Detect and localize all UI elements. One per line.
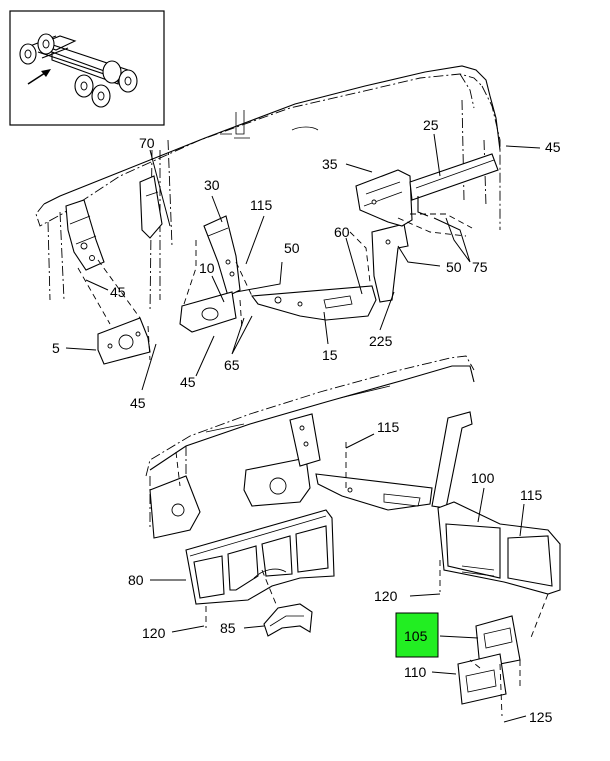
- callout-30[interactable]: 30: [204, 177, 220, 193]
- locator-arrow-icon: [27, 69, 51, 85]
- callout-leaders: [65, 133, 541, 723]
- callout-25[interactable]: 25: [423, 117, 439, 133]
- callout-120[interactable]: 120: [374, 588, 398, 604]
- callout-120[interactable]: 120: [142, 625, 166, 641]
- highlight-box-105[interactable]: [395, 612, 439, 658]
- callout-50[interactable]: 50: [284, 240, 300, 256]
- callout-45[interactable]: 45: [545, 139, 561, 155]
- left-pillar-bracket: [65, 199, 105, 271]
- callout-5[interactable]: 5: [52, 340, 60, 356]
- center-pillar-brace: [139, 175, 163, 239]
- callout-125[interactable]: 125: [529, 709, 553, 725]
- callout-labels: 70 25 45 35 30 115 60 50 10 50 75 45 5 2…: [52, 117, 561, 725]
- callout-225[interactable]: 225: [369, 333, 393, 349]
- chassis-icon: [19, 33, 138, 108]
- panel-frame-part-100: [437, 501, 561, 595]
- callout-75[interactable]: 75: [472, 259, 488, 275]
- callout-115[interactable]: 115: [250, 197, 273, 213]
- callout-115[interactable]: 115: [520, 487, 543, 503]
- callout-45[interactable]: 45: [130, 395, 146, 411]
- bracket-part-5: [97, 317, 151, 365]
- callout-110[interactable]: 110: [404, 664, 427, 680]
- tube-part-25: [409, 153, 499, 217]
- brace-part-30: [203, 215, 241, 297]
- callout-15[interactable]: 15: [322, 347, 338, 363]
- callout-115[interactable]: 115: [377, 419, 400, 435]
- bracket-part-110: [457, 653, 507, 705]
- vertical-brace-part-225: [371, 223, 409, 303]
- crossmember-part-15: [250, 285, 377, 321]
- bracket-part-35: [355, 169, 413, 227]
- callout-10[interactable]: 10: [199, 260, 215, 276]
- locator-inset: [9, 10, 165, 126]
- callout-45[interactable]: 45: [180, 374, 196, 390]
- bezel-part-80: [185, 509, 335, 605]
- callout-50[interactable]: 50: [446, 259, 462, 275]
- trim-part-85: [263, 603, 313, 637]
- callout-45[interactable]: 45: [110, 284, 126, 300]
- callout-100[interactable]: 100: [471, 470, 495, 486]
- callout-60[interactable]: 60: [334, 224, 350, 240]
- callout-105[interactable]: 105: [404, 628, 428, 644]
- bracket-part-105: [475, 615, 521, 669]
- callout-35[interactable]: 35: [322, 156, 338, 172]
- callout-65[interactable]: 65: [224, 357, 240, 373]
- callout-80[interactable]: 80: [128, 572, 144, 588]
- callout-85[interactable]: 85: [220, 620, 236, 636]
- panel-part-10: [179, 291, 237, 333]
- callout-70[interactable]: 70: [139, 135, 155, 151]
- dash-frame-lower: [145, 355, 475, 539]
